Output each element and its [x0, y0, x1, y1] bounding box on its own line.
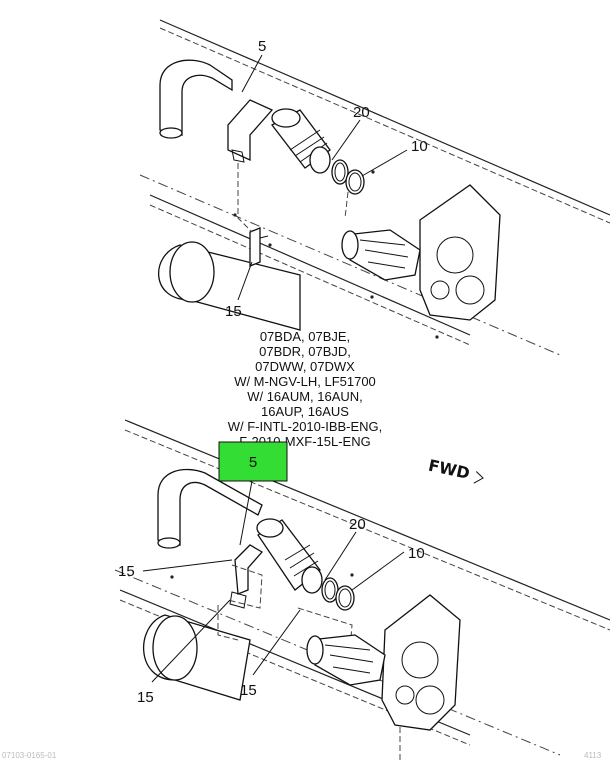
callout-5-top: 5 [258, 38, 266, 55]
callout-15-lower-left: 15 [137, 689, 154, 706]
note-line-5: W/ 16AUM, 16AUN, [247, 389, 363, 404]
callout-20-top: 20 [353, 104, 370, 121]
fwd-arrow-icon [473, 471, 484, 484]
footer-right-code: 4113 [584, 751, 602, 760]
fwd-direction-label: FWD [427, 456, 484, 484]
footer-left-code: 07103-0165-01 [2, 751, 57, 760]
note-line-6: 16AUP, 16AUS [261, 404, 349, 419]
callout-15-left: 15 [118, 563, 135, 580]
callout-10-top: 10 [411, 138, 428, 155]
fwd-label: FWD [427, 456, 472, 483]
callout-15-top: 15 [225, 303, 242, 320]
applicability-note: 07BDA, 07BJE, 07BDR, 07BJD, 07DWW, 07DWX… [228, 329, 383, 449]
highlighted-callout-5-box[interactable] [218, 441, 288, 482]
callout-15-lower-mid: 15 [240, 682, 257, 699]
bottom-view: 5 20 10 15 15 15 [114, 419, 610, 760]
note-line-1: 07BDA, 07BJE, [260, 329, 350, 344]
top-view: 5 20 10 15 [139, 19, 610, 356]
callout-10-bottom: 10 [408, 545, 425, 562]
callout-20-bottom: 20 [349, 516, 366, 533]
note-line-4: W/ M-NGV-LH, LF51700 [234, 374, 376, 389]
note-line-3: 07DWW, 07DWX [255, 359, 355, 374]
note-line-2: 07BDR, 07BJD, [259, 344, 351, 359]
note-line-7: W/ F-INTL-2010-IBB-ENG, [228, 419, 383, 434]
highlighted-callout-5[interactable]: 5 [249, 454, 257, 471]
